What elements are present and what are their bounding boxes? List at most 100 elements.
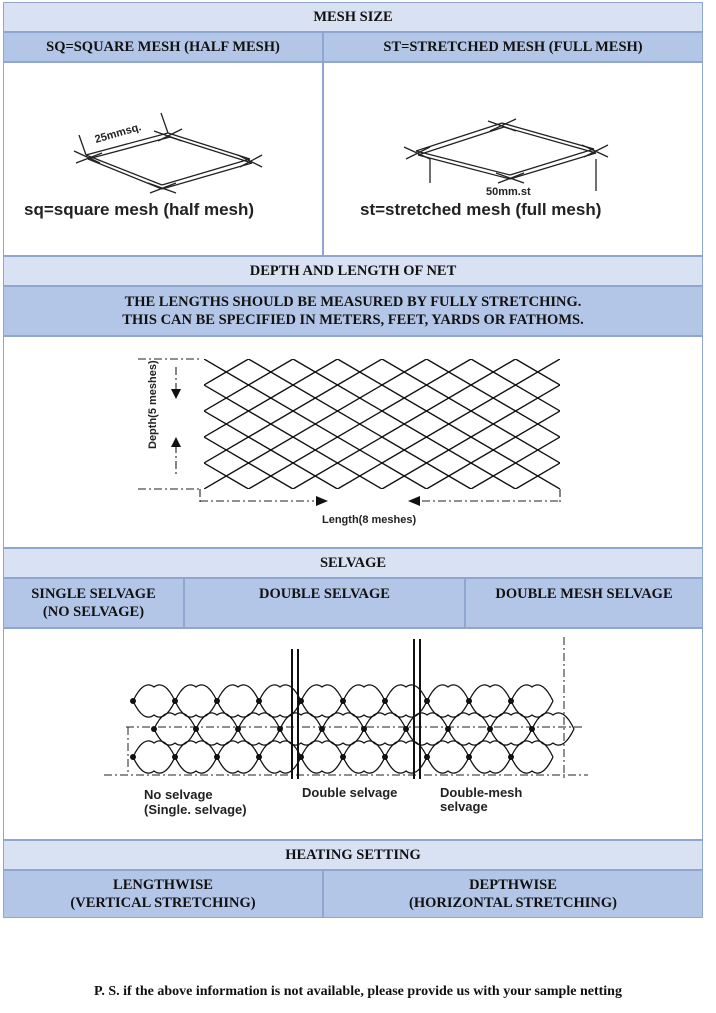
- selvage-mesh-strand: [426, 684, 470, 718]
- net-strand: [204, 462, 249, 489]
- note-line-1: THE LENGTHS SHOULD BE MEASURED BY FULLY …: [124, 294, 582, 310]
- selvage-knot: [508, 698, 514, 704]
- depthwise-line1: DEPTHWISE: [469, 877, 557, 893]
- selvage-mesh-strand: [363, 712, 407, 746]
- selvage-knot: [487, 726, 493, 732]
- selvage-mesh-strand: [216, 740, 260, 774]
- selvage-knot: [172, 754, 178, 760]
- net-strand: [292, 359, 516, 489]
- selvage-mesh-strand: [531, 712, 575, 746]
- net-strand: [204, 488, 205, 489]
- selvage-mesh-strand: [153, 712, 197, 746]
- selvage-knot: [508, 754, 514, 760]
- selvage-knot: [382, 698, 388, 704]
- net-strand: [470, 359, 560, 412]
- sq-caption: sq=square mesh (half mesh): [24, 200, 254, 219]
- selvage-knot: [172, 698, 178, 704]
- depth-length-title: DEPTH AND LENGTH OF NET: [3, 256, 703, 286]
- double-selvage-header: DOUBLE SELVAGE: [184, 578, 465, 628]
- depthwise-line2: (HORIZONTAL STRETCHING): [408, 895, 617, 911]
- net-strand: [204, 359, 294, 412]
- net-strand: [559, 359, 560, 360]
- net-strand: [204, 359, 249, 386]
- selvage-mesh-strand: [258, 740, 302, 774]
- depthwise-header: DEPTHWISE (HORIZONTAL STRETCHING): [323, 870, 703, 918]
- single-selvage-line1: SINGLE SELVAGE: [31, 586, 156, 602]
- selvage-knot: [130, 698, 136, 704]
- selvage-knot: [193, 726, 199, 732]
- selvage-knot: [151, 726, 157, 732]
- lengthwise-line1: LENGTHWISE: [113, 877, 213, 893]
- net-strand: [248, 359, 472, 489]
- selvage-knot: [298, 754, 304, 760]
- selvage-knot: [361, 726, 367, 732]
- length-label: Length(8 meshes): [322, 514, 416, 526]
- selvage-knot: [298, 698, 304, 704]
- selvage-mesh-strand: [447, 712, 491, 746]
- selvage-mesh-strand: [237, 712, 281, 746]
- selvage-knot: [256, 698, 262, 704]
- selvage-knot: [214, 698, 220, 704]
- footer-note: P. S. if the above information is not av…: [94, 984, 622, 999]
- selvage-mesh-strand: [510, 684, 554, 718]
- netting-spec-table: MESH SIZE SQ=SQUARE MESH (HALF MESH) ST=…: [3, 2, 703, 918]
- selvage-knot: [319, 726, 325, 732]
- selvage-knot: [130, 754, 136, 760]
- selvage-mesh-strand: [468, 740, 512, 774]
- selvage-mesh-strand: [132, 740, 176, 774]
- selvage-mesh-strand: [468, 684, 512, 718]
- selvage-mesh-strand: [174, 684, 218, 718]
- st-dimension-label: 50mm.st: [486, 186, 531, 198]
- lengthwise-header: LENGTHWISE (VERTICAL STRETCHING): [3, 870, 323, 918]
- selvage-mesh-strand: [405, 712, 449, 746]
- net-strand: [559, 488, 560, 489]
- selvage-mesh-strand: [279, 712, 323, 746]
- sq-header: SQ=SQUARE MESH (HALF MESH): [3, 32, 323, 62]
- net-strand: [426, 410, 560, 489]
- net-strand: [204, 359, 383, 464]
- selvage-mesh-strand: [342, 740, 386, 774]
- lengthwise-line2: (VERTICAL STRETCHING): [70, 895, 256, 911]
- single-selvage-label: (Single. selvage): [144, 802, 247, 817]
- selvage-mesh-strand: [489, 712, 533, 746]
- selvage-knot: [277, 726, 283, 732]
- selvage-knot: [466, 698, 472, 704]
- selvage-knot: [445, 726, 451, 732]
- selvage-mesh-strand: [321, 712, 365, 746]
- heating-setting-title: HEATING SETTING: [3, 840, 703, 870]
- selvage-knot: [340, 698, 346, 704]
- selvage-mesh-strand: [510, 740, 554, 774]
- selvage-knot: [529, 726, 535, 732]
- depth-label: Depth(5 meshes): [147, 360, 159, 449]
- selvage-mesh-strand: [300, 740, 344, 774]
- net-strand: [204, 359, 427, 489]
- selvage-knot: [256, 754, 262, 760]
- net-strand: [337, 359, 560, 489]
- double-mesh-selvage-header: DOUBLE MESH SELVAGE: [465, 578, 703, 628]
- net-strand: [470, 436, 560, 489]
- selvage-knot: [382, 754, 388, 760]
- selvage-knot: [235, 726, 241, 732]
- selvage-mesh-strand: [216, 684, 260, 718]
- double-mesh-label-1: Double-mesh: [440, 785, 522, 800]
- net-strand: [204, 436, 294, 489]
- selvage-knot: [214, 754, 220, 760]
- st-caption: st=stretched mesh (full mesh): [360, 200, 601, 219]
- double-selvage-label: Double selvage: [302, 785, 397, 800]
- selvage-knot: [340, 754, 346, 760]
- net-strand: [515, 359, 560, 386]
- single-selvage-line2: (NO SELVAGE): [42, 604, 145, 620]
- net-strand: [515, 462, 560, 489]
- selvage-mesh-strand: [258, 684, 302, 718]
- selvage-mesh-strand: [195, 712, 239, 746]
- selvage-mesh-strand: [132, 684, 176, 718]
- selvage-mesh-strand: [426, 740, 470, 774]
- single-selvage-header: SINGLE SELVAGE (NO SELVAGE): [3, 578, 184, 628]
- note-line-2: THIS CAN BE SPECIFIED IN METERS, FEET, Y…: [122, 312, 584, 328]
- selvage-knot: [424, 698, 430, 704]
- double-mesh-label-2: selvage: [440, 799, 488, 814]
- selvage-mesh-strand: [300, 684, 344, 718]
- mesh-size-title: MESH SIZE: [3, 2, 703, 32]
- selvage-mesh-strand: [174, 740, 218, 774]
- stretched-mesh-diagram: 50mm.st st=stretched mesh (full mesh): [323, 62, 703, 256]
